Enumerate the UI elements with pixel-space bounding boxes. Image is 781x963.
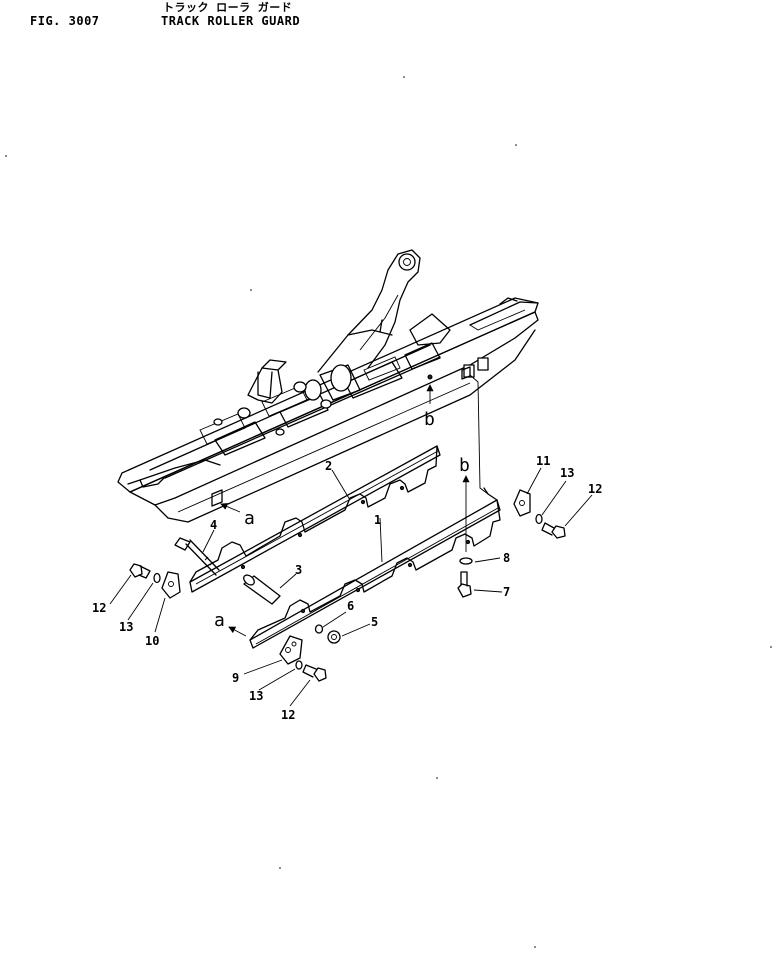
ref-arrow-a-upper bbox=[220, 503, 241, 513]
callout-3: 3 bbox=[295, 563, 302, 577]
bolt-part-7 bbox=[457, 571, 472, 598]
guard-front-part-1 bbox=[249, 487, 501, 649]
washer-part-6 bbox=[314, 624, 324, 634]
callout-13-right: 13 bbox=[560, 466, 574, 480]
plate-part-10 bbox=[161, 571, 181, 599]
ref-b-lower: b bbox=[459, 455, 470, 476]
bolt-part-12-right bbox=[541, 522, 566, 539]
bolt-part-12-left bbox=[129, 563, 151, 579]
callout-1: 1 bbox=[374, 513, 381, 527]
track-frame bbox=[117, 249, 539, 523]
callout-13-left: 13 bbox=[119, 620, 133, 634]
callout-7: 7 bbox=[503, 585, 510, 599]
plate-part-9 bbox=[279, 635, 303, 665]
plate-part-11 bbox=[513, 489, 531, 517]
bolt-part-4 bbox=[174, 537, 220, 576]
diagram-title: TRACK ROLLER GUARD bbox=[161, 14, 301, 28]
ref-arrow-a-lower bbox=[228, 626, 247, 637]
callout-10: 10 bbox=[145, 634, 159, 648]
ref-a-upper: a bbox=[244, 508, 255, 529]
callout-9: 9 bbox=[232, 671, 239, 685]
title-japanese: トラック ローラ ガード bbox=[163, 1, 293, 14]
callout-numbers: 1 2 3 4 5 6 7 8 9 10 11 12 12 12 13 13 1… bbox=[92, 454, 602, 722]
guard-rear-part-2 bbox=[189, 445, 441, 593]
callout-6: 6 bbox=[347, 599, 354, 613]
callout-11: 11 bbox=[536, 454, 550, 468]
figure-number: FIG. 3007 bbox=[30, 14, 100, 28]
leader-lines bbox=[109, 374, 593, 707]
callout-12-bottom: 12 bbox=[281, 708, 295, 722]
callout-2: 2 bbox=[325, 459, 332, 473]
ref-b-upper: b bbox=[424, 409, 435, 430]
callout-5: 5 bbox=[371, 615, 378, 629]
callout-4: 4 bbox=[210, 518, 217, 532]
callout-12-left: 12 bbox=[92, 601, 106, 615]
nut-part-5 bbox=[327, 630, 341, 644]
washer-part-13-left bbox=[153, 572, 161, 584]
pin-part-3 bbox=[243, 574, 281, 605]
washer-part-13-right bbox=[535, 513, 543, 525]
callout-8: 8 bbox=[503, 551, 510, 565]
callout-13-bottom: 13 bbox=[249, 689, 263, 703]
washer-part-8 bbox=[459, 557, 473, 565]
bolt-part-12-bottom bbox=[302, 664, 327, 682]
reference-letters: a a b b bbox=[214, 409, 470, 631]
washer-part-13-bottom bbox=[295, 660, 303, 670]
ref-a-lower: a bbox=[214, 610, 225, 631]
scan-speckles bbox=[5, 76, 772, 948]
callout-12-right: 12 bbox=[588, 482, 602, 496]
